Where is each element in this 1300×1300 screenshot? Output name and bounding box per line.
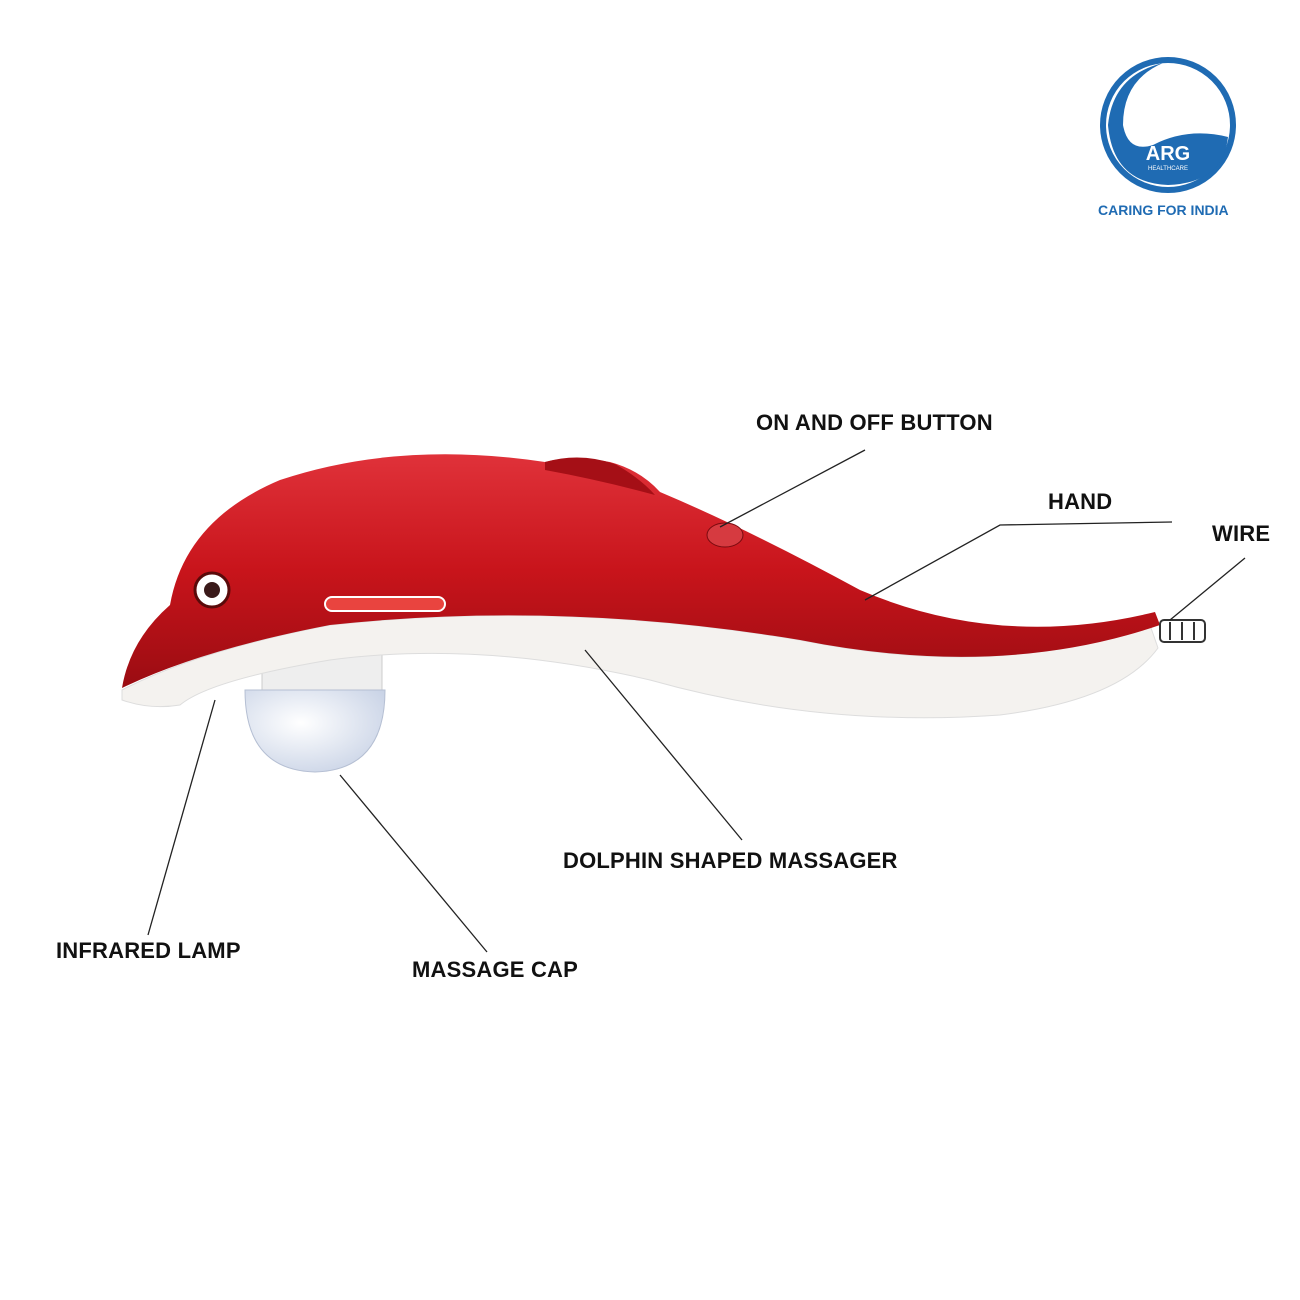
brand-tagline: CARING FOR INDIA	[1098, 202, 1229, 218]
arg-healthcare-logo: ARG HEALTHCARE	[1100, 57, 1236, 193]
label-dolphin-shaped-massager: DOLPHIN SHAPED MASSAGER	[563, 848, 898, 873]
label-hand: HAND	[1048, 489, 1113, 514]
on-off-button	[706, 522, 744, 548]
label-massage-cap: MASSAGE CAP	[412, 957, 578, 982]
dolphin-body	[122, 454, 1160, 688]
dolphin-fin	[545, 457, 655, 495]
side-accent	[324, 596, 446, 612]
wire-connector	[1159, 619, 1206, 643]
eye-icon	[193, 571, 231, 609]
label-wire: WIRE	[1212, 521, 1271, 546]
svg-text:ARG: ARG	[1146, 143, 1190, 165]
label-infrared-lamp: INFRARED LAMP	[56, 938, 241, 963]
dolphin-belly	[121, 614, 1159, 719]
leader-lines	[147, 449, 1246, 953]
label-on-off-button: ON AND OFF BUTTON	[756, 410, 993, 435]
svg-text:HEALTHCARE: HEALTHCARE	[1148, 166, 1188, 172]
